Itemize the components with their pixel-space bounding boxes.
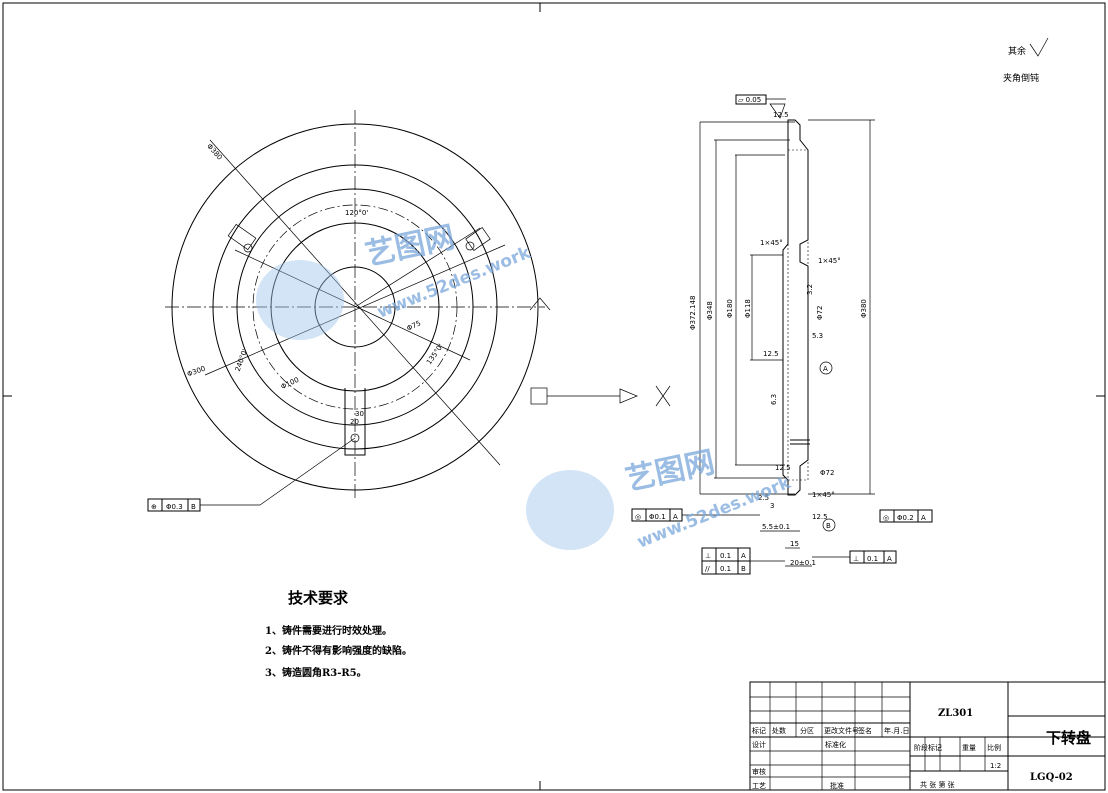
svg-text:分区: 分区 bbox=[800, 726, 814, 735]
svg-text:标准化: 标准化 bbox=[825, 740, 846, 749]
svg-text:◎: ◎ bbox=[883, 514, 889, 522]
svg-text:1×45°: 1×45° bbox=[812, 491, 835, 499]
side-view: ▱ 0.05 12.5 Φ372.148 Φ348 Φ180 Φ118 Φ380… bbox=[631, 94, 933, 575]
svg-text:⊕: ⊕ bbox=[151, 503, 157, 511]
svg-text:5.3: 5.3 bbox=[812, 332, 823, 340]
svg-text:2、铸件不得有影响强度的缺陷。: 2、铸件不得有影响强度的缺陷。 bbox=[265, 644, 412, 657]
svg-text:夹角倒钝: 夹角倒钝 bbox=[1003, 72, 1039, 84]
svg-text:⊥: ⊥ bbox=[705, 552, 711, 560]
svg-text:下转盘: 下转盘 bbox=[1046, 729, 1091, 747]
svg-text:3.2: 3.2 bbox=[806, 284, 814, 295]
title-block: ZL301 下转盘 LGQ-02 1:2 标记 处数 分区 更改文件号 签名 年… bbox=[749, 681, 1106, 791]
svg-text:B: B bbox=[826, 522, 831, 530]
section-indicator bbox=[529, 297, 671, 407]
watermark-2: 艺图网 www.52des.work bbox=[526, 445, 794, 553]
svg-text:Φ0.3: Φ0.3 bbox=[166, 503, 183, 511]
svg-text:15: 15 bbox=[790, 540, 799, 548]
svg-text:签名: 签名 bbox=[858, 726, 872, 735]
svg-text:20: 20 bbox=[350, 418, 359, 426]
svg-text:A: A bbox=[741, 552, 746, 560]
svg-text:工艺: 工艺 bbox=[752, 782, 766, 790]
svg-text:批准: 批准 bbox=[830, 781, 844, 790]
svg-text:其余: 其余 bbox=[1008, 45, 1026, 57]
svg-text:艺图网: 艺图网 bbox=[622, 445, 717, 498]
svg-text:标记: 标记 bbox=[752, 726, 766, 735]
svg-text:技术要求: 技术要求 bbox=[288, 589, 349, 607]
svg-text:Φ72: Φ72 bbox=[820, 469, 834, 477]
svg-text:Φ300: Φ300 bbox=[186, 365, 206, 379]
svg-text:1:2: 1:2 bbox=[990, 762, 1001, 770]
svg-text:Φ72: Φ72 bbox=[816, 306, 824, 320]
svg-text:0.1: 0.1 bbox=[720, 565, 731, 573]
svg-text:设计: 设计 bbox=[752, 740, 766, 749]
svg-text:12.5: 12.5 bbox=[775, 464, 791, 472]
svg-text:0.1: 0.1 bbox=[720, 552, 731, 560]
surface-note: 其余 夹角倒钝 bbox=[1003, 37, 1049, 84]
svg-text:3: 3 bbox=[770, 502, 774, 510]
svg-text:A: A bbox=[823, 365, 828, 373]
svg-text:Φ0.2: Φ0.2 bbox=[897, 514, 914, 522]
svg-text://: // bbox=[705, 565, 710, 573]
svg-text:5.5±0.1: 5.5±0.1 bbox=[762, 523, 790, 531]
svg-text:重量: 重量 bbox=[962, 744, 976, 752]
svg-text:12.5: 12.5 bbox=[812, 513, 828, 521]
svg-text:B: B bbox=[191, 503, 196, 511]
svg-text:1×45°: 1×45° bbox=[818, 257, 841, 265]
svg-text:Φ0.1: Φ0.1 bbox=[649, 513, 666, 521]
svg-text:共 张 第 张: 共 张 第 张 bbox=[920, 780, 955, 789]
svg-text:135°0': 135°0' bbox=[425, 342, 445, 366]
svg-text:审核: 审核 bbox=[752, 767, 766, 776]
svg-text:年.月.日: 年.月.日 bbox=[884, 726, 909, 735]
svg-text:阶段标记: 阶段标记 bbox=[914, 743, 942, 752]
svg-text:处数: 处数 bbox=[772, 726, 786, 735]
svg-text:Φ380: Φ380 bbox=[860, 299, 868, 318]
svg-text:20±0.1: 20±0.1 bbox=[790, 559, 816, 567]
svg-text:A: A bbox=[887, 555, 892, 563]
svg-text:1、铸件需要进行时效处理。: 1、铸件需要进行时效处理。 bbox=[265, 624, 392, 637]
svg-text:3、铸造圆角R3-R5。: 3、铸造圆角R3-R5。 bbox=[265, 666, 367, 679]
svg-text:6.3: 6.3 bbox=[770, 394, 778, 405]
svg-text:艺图网: 艺图网 bbox=[362, 220, 457, 273]
svg-text:12.5: 12.5 bbox=[763, 350, 779, 358]
svg-text:Φ100: Φ100 bbox=[280, 376, 300, 391]
svg-text:30: 30 bbox=[355, 410, 364, 418]
svg-text:更改文件号: 更改文件号 bbox=[824, 726, 859, 735]
svg-text:◎: ◎ bbox=[635, 513, 641, 521]
svg-text:▱ 0.05: ▱ 0.05 bbox=[738, 96, 761, 104]
svg-text:比例: 比例 bbox=[987, 743, 1001, 752]
svg-text:Φ118: Φ118 bbox=[744, 299, 752, 318]
svg-text:A: A bbox=[673, 513, 678, 521]
svg-text:Φ180: Φ180 bbox=[726, 299, 734, 318]
svg-text:Φ372.148: Φ372.148 bbox=[689, 296, 697, 330]
svg-text:240°0': 240°0' bbox=[234, 348, 249, 373]
svg-text:0.1: 0.1 bbox=[867, 555, 878, 563]
svg-text:12.5: 12.5 bbox=[773, 111, 789, 119]
technical-requirements: 技术要求 1、铸件需要进行时效处理。 2、铸件不得有影响强度的缺陷。 3、铸造圆… bbox=[265, 589, 412, 679]
svg-text:⊥: ⊥ bbox=[853, 555, 859, 563]
svg-text:ZL301: ZL301 bbox=[938, 708, 973, 719]
svg-text:Φ348: Φ348 bbox=[706, 301, 714, 320]
svg-text:1×45°: 1×45° bbox=[760, 239, 783, 247]
svg-text:B: B bbox=[741, 565, 746, 573]
svg-text:Φ380: Φ380 bbox=[205, 142, 224, 161]
svg-text:120°0': 120°0' bbox=[345, 209, 368, 217]
svg-text:A: A bbox=[921, 514, 926, 522]
svg-text:LGQ-02: LGQ-02 bbox=[1030, 772, 1073, 783]
svg-text:Φ75: Φ75 bbox=[406, 319, 422, 332]
front-view: Φ380 Φ300 Φ100 Φ75 120°0' 135°0' 240°0' … bbox=[147, 110, 545, 512]
svg-text:2.5: 2.5 bbox=[758, 494, 769, 502]
